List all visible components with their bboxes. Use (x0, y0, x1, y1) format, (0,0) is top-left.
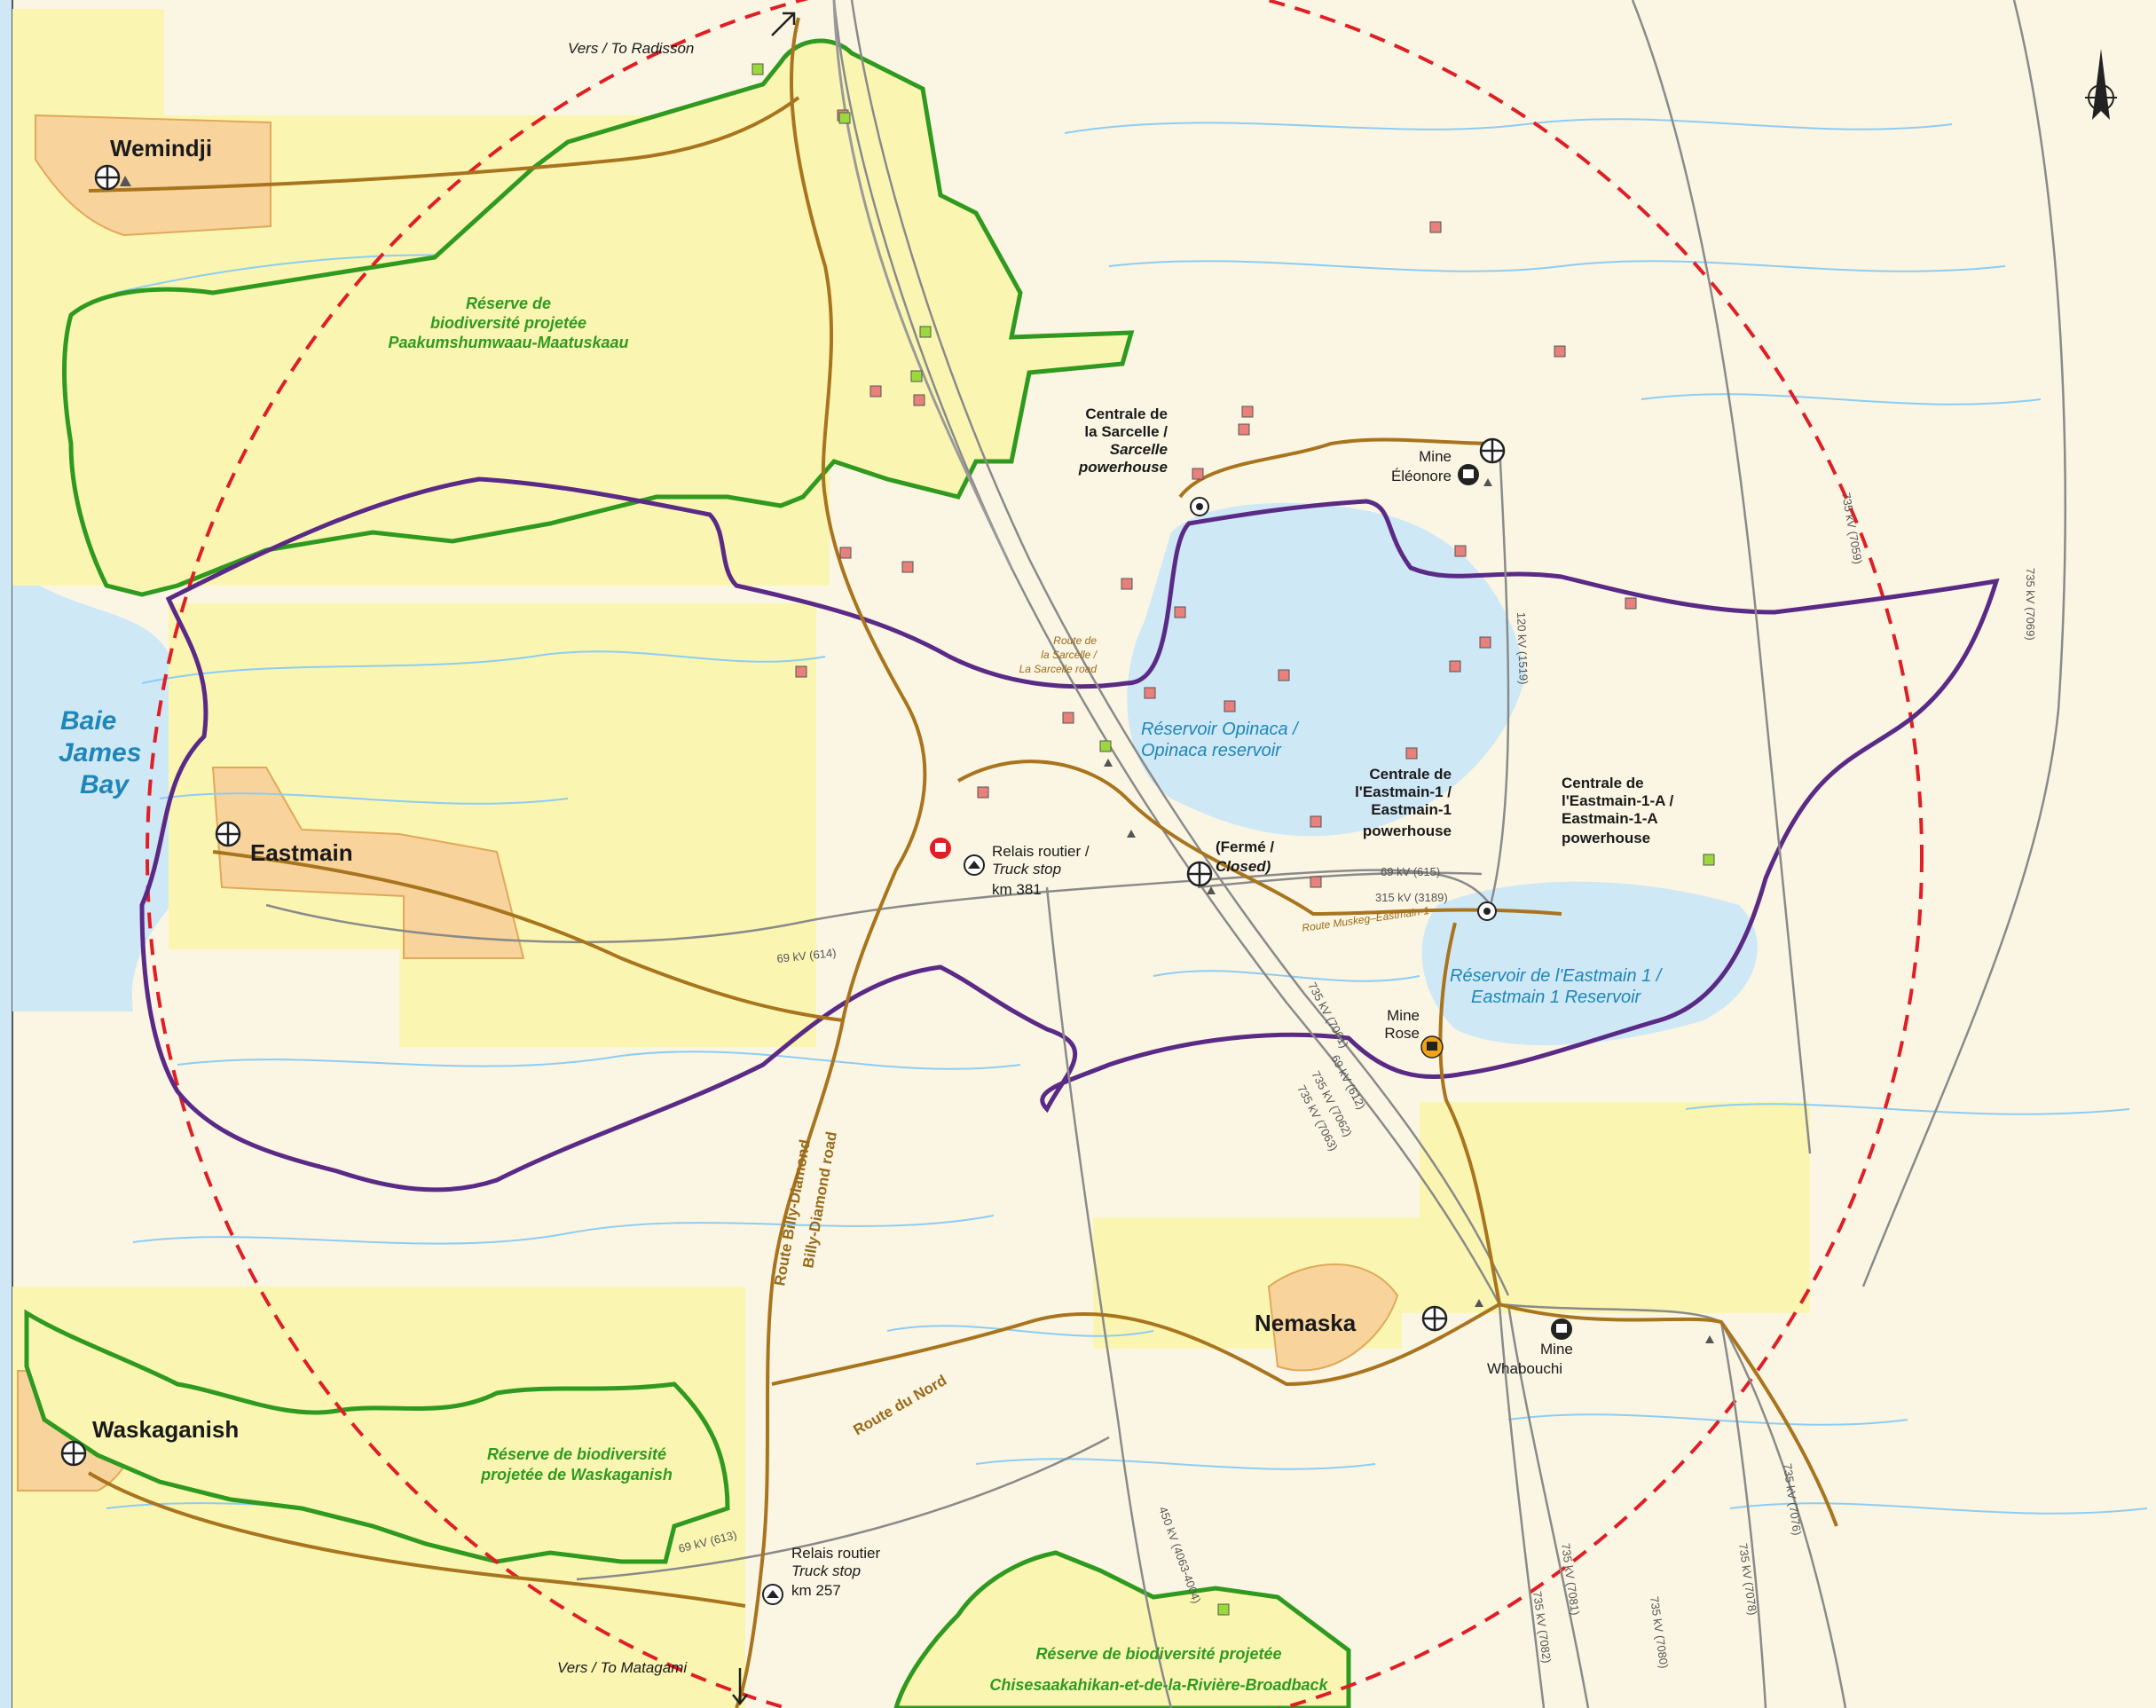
water-label-opinaca-1: Réservoir Opinaca / (1141, 720, 1300, 739)
water-label-eastmain1-1: Réservoir de l'Eastmain 1 / (1450, 966, 1664, 986)
mine-icon (1551, 1318, 1572, 1340)
poi-label-eleonore-2: Éléonore (1391, 468, 1452, 484)
poi-label-eastmain1a-3: Eastmain-1-A (1562, 810, 1658, 827)
town-label-nemaska: Nemaska (1255, 1310, 1357, 1336)
poi-label-sarcelle-4: powerhouse (1078, 459, 1168, 476)
powerhouse-icon (1190, 497, 1209, 516)
arrow-down-icon (732, 1668, 748, 1706)
poi-label-eastmain1a-4: powerhouse (1562, 830, 1650, 846)
reserve-waskaganish-boundary (24, 1309, 730, 1564)
poi-label-whabouchi-1: Mine (1540, 1341, 1573, 1358)
powerline-label-615: 69 kV (615) (1381, 865, 1440, 878)
reservoir-eastmain1 (1421, 881, 1758, 1046)
zone-west-south (169, 603, 816, 1047)
bay-label-line3: Bay (80, 770, 130, 799)
road-label-sarcelle-3: La Sarcelle road (1019, 663, 1098, 675)
direction-label-matagami: Vers / To Matagami (557, 1659, 688, 1676)
road-label-sarcelle-1: Route de (1053, 634, 1097, 647)
poi-label-rose-1: Mine (1387, 1007, 1420, 1024)
power-lines (265, 0, 2066, 1708)
camp-markers (751, 63, 1715, 1616)
settlement-eastmain (211, 767, 525, 959)
reserve-label-paakumshumwaau-2: biodiversité projetée (430, 314, 586, 332)
poi-label-eastmain1-4: powerhouse (1363, 823, 1452, 839)
powerline-label-3189: 315 kV (3189) (1375, 891, 1448, 904)
poi-label-whabouchi-2: Whabouchi (1487, 1360, 1562, 1377)
bay-label-line1: Baie (60, 706, 116, 736)
radius-circle (146, 0, 1924, 1708)
mine-icon (1420, 1035, 1444, 1059)
settlement-nemaska (1267, 1263, 1399, 1372)
arrow-up-right-icon (771, 12, 796, 36)
water-label-opinaca-2: Opinaca reservoir (1141, 741, 1282, 760)
reserve-label-waskaganish-1: Réserve de biodiversité (487, 1445, 666, 1463)
regional-boundary (139, 476, 2000, 1192)
poi-label-sarcelle-3: Sarcelle (1110, 441, 1168, 458)
poi-label-eleonore-1: Mine (1419, 448, 1452, 465)
powerline-label-7069: 735 kV (7069) (2024, 568, 2037, 641)
reserve-label-paakumshumwaau-1: Réserve de (466, 295, 551, 312)
road-label-sarcelle-2: la Sarcelle / (1041, 649, 1098, 661)
truck-stop-icon (762, 1584, 783, 1605)
powerline-label-614: 69 kV (614) (776, 946, 837, 965)
substation-markers (1104, 478, 1714, 1343)
reserve-label-waskaganish-2: projetée de Waskaganish (480, 1466, 673, 1484)
reserve-chisesaakahikan-boundary (893, 1550, 1351, 1708)
poi-label-truckstop381-1: Relais routier / (992, 843, 1090, 860)
settlement-wemindji (35, 114, 271, 237)
airport-icon (60, 1440, 87, 1467)
poi-label-eastmain1-3: Eastmain-1 (1371, 801, 1452, 818)
reserve-label-chisesaakahikan-2: Chisesaakahikan-et-de-la-Rivière-Broadba… (989, 1676, 1328, 1694)
poi-label-truckstop257-3: km 257 (791, 1582, 841, 1599)
bay-label-line2: James (59, 738, 141, 767)
poi-label-eastmain1-1: Centrale de (1369, 766, 1452, 783)
poi-label-sarcelle-1: Centrale de (1085, 405, 1168, 422)
airport-icon (1479, 437, 1506, 464)
airport-icon (94, 164, 131, 191)
poi-label-truckstop381-2: Truck stop (992, 861, 1061, 878)
poi-label-sarcelle-2: la Sarcelle / (1084, 423, 1168, 440)
reserve-label-chisesaakahikan-1: Réserve de biodiversité projetée (1035, 1645, 1281, 1663)
road-network (87, 17, 1838, 1708)
poi-label-closed-2: Closed) (1216, 858, 1271, 875)
poi-label-eastmain1a-1: Centrale de (1562, 775, 1644, 791)
north-arrow-icon (2085, 49, 2117, 120)
airport-icon (215, 821, 241, 847)
town-label-eastmain: Eastmain (250, 839, 353, 866)
reservoir-opinaca (1127, 502, 1526, 837)
reserve-paakumshumwaau-boundary (62, 38, 1135, 597)
airport-icon (1186, 861, 1213, 887)
town-label-waskaganish: Waskaganish (92, 1416, 239, 1443)
poi-label-truckstop257-1: Relais routier (791, 1545, 880, 1562)
powerhouse-icon (1477, 901, 1497, 921)
town-label-wemindji: Wemindji (110, 135, 212, 161)
poi-label-eastmain1-2: l'Eastmain-1 / (1355, 783, 1452, 800)
highway-grey (832, 0, 1013, 569)
direction-label-radisson: Vers / To Radisson (568, 40, 694, 57)
mine-icon (1458, 464, 1479, 485)
reserve-label-paakumshumwaau-3: Paakumshumwaau-Maatuskaau (388, 334, 628, 351)
truck-stop-icon (964, 854, 985, 876)
poi-label-truckstop381-3: km 381 (992, 881, 1042, 898)
powerline-label-1519: 120 kV (1519) (1515, 612, 1530, 685)
poi-label-eastmain1a-2: l'Eastmain-1-A / (1562, 792, 1673, 809)
water-label-eastmain1-2: Eastmain 1 Reservoir (1471, 988, 1642, 1007)
poi-label-rose-2: Rose (1384, 1025, 1420, 1042)
james-bay-water (0, 0, 12, 1708)
mine-icon (930, 838, 951, 859)
poi-label-truckstop257-2: Truck stop (791, 1562, 861, 1579)
airport-icon (1421, 1305, 1448, 1332)
poi-label-closed-1: (Fermé / (1216, 838, 1274, 855)
